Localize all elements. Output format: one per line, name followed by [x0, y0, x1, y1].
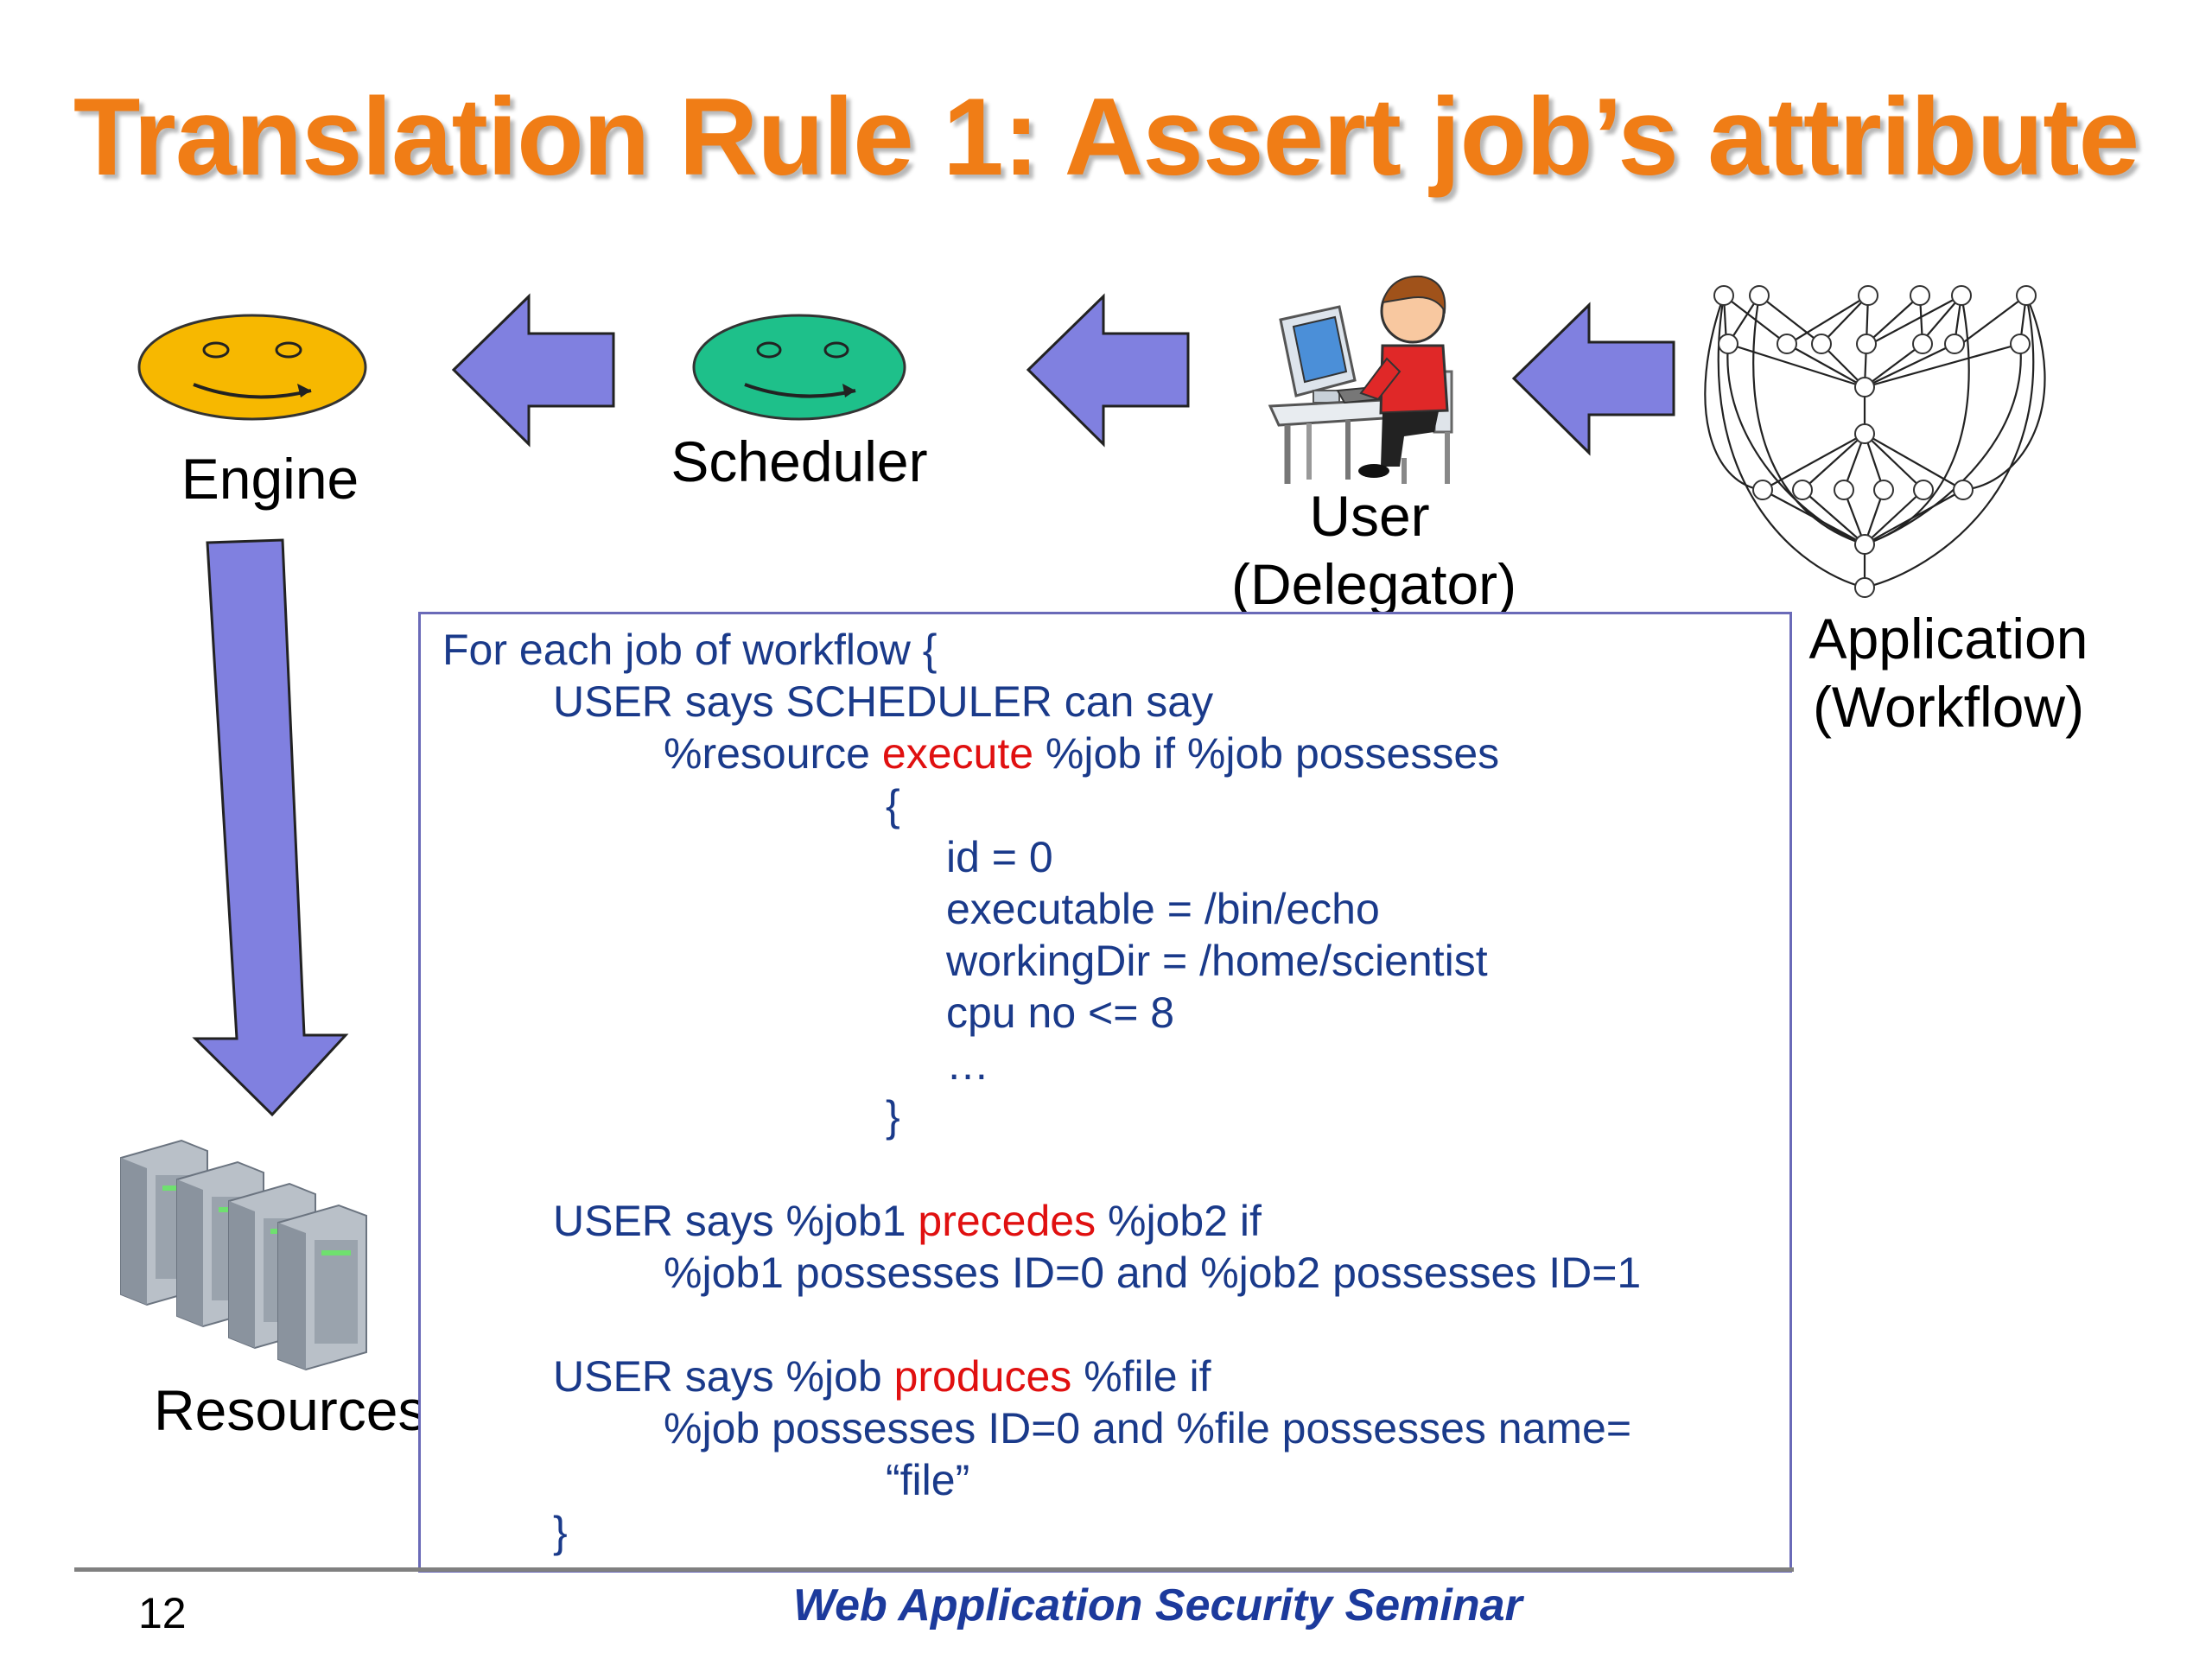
left-arrow-icon	[1511, 302, 1675, 456]
footer-seminar-title: Web Application Security Seminar	[793, 1580, 1522, 1630]
slide-title: Translation Rule 1: Assert job’s attribu…	[73, 75, 2139, 198]
application-label: Application (Workflow)	[1797, 605, 2100, 741]
code-text: %job if %job possesses	[1033, 729, 1500, 778]
code-line: %job1 possesses ID=0 and %job2 possesses…	[664, 1249, 1642, 1297]
code-text: USER says %job	[553, 1352, 894, 1401]
code-line: USER says %job1 precedes %job2 if	[553, 1195, 1262, 1247]
code-line: executable = /bin/echo	[946, 885, 1380, 933]
code-line: cpu no <= 8	[946, 988, 1175, 1037]
server-racks-icon	[120, 1139, 367, 1371]
code-line: %resource execute %job if %job possesses	[664, 728, 1499, 779]
code-line: USER says %job produces %file if	[553, 1351, 1211, 1402]
user-label-line1: User	[1309, 484, 1430, 548]
rule-code-box	[418, 612, 1792, 1573]
resources-label: Resources	[154, 1378, 427, 1442]
down-arrow-icon	[192, 538, 349, 1117]
engine-smiley-icon	[137, 314, 367, 421]
application-label-line1: Application	[1808, 607, 2088, 671]
user-label-line2: (Delegator)	[1231, 552, 1517, 617]
code-text: USER says %job1	[553, 1197, 918, 1245]
code-text: %file if	[1071, 1352, 1211, 1401]
code-line: }	[553, 1508, 568, 1556]
code-text: %job2 if	[1096, 1197, 1262, 1245]
code-line: %job possesses ID=0 and %file possesses …	[664, 1404, 1632, 1452]
code-line: id = 0	[946, 833, 1053, 881]
workflow-nodes	[1713, 285, 2037, 598]
left-arrow-icon	[1026, 293, 1190, 448]
code-line: For each job of workflow {	[442, 626, 938, 674]
code-line: USER says SCHEDULER can say	[553, 677, 1214, 726]
code-line: workingDir = /home/scientist	[946, 937, 1488, 985]
scheduler-label: Scheduler	[671, 429, 928, 493]
code-line: “file”	[886, 1456, 970, 1504]
code-keyword-precedes: precedes	[918, 1197, 1096, 1245]
code-keyword-produces: produces	[893, 1352, 1072, 1401]
engine-label: Engine	[181, 447, 359, 511]
page-number: 12	[138, 1589, 187, 1637]
left-arrow-icon	[451, 293, 615, 448]
user-label: User (Delegator)	[1231, 482, 1517, 619]
code-line: …	[946, 1040, 989, 1089]
scheduler-smiley-icon	[692, 314, 906, 421]
footer-divider	[74, 1567, 1794, 1572]
code-text: %resource	[664, 729, 882, 778]
user-at-computer-icon	[1268, 275, 1453, 484]
code-keyword-execute: execute	[881, 729, 1034, 778]
application-label-line2: (Workflow)	[1812, 675, 2085, 740]
code-line: {	[886, 781, 900, 830]
code-line: }	[886, 1092, 900, 1141]
